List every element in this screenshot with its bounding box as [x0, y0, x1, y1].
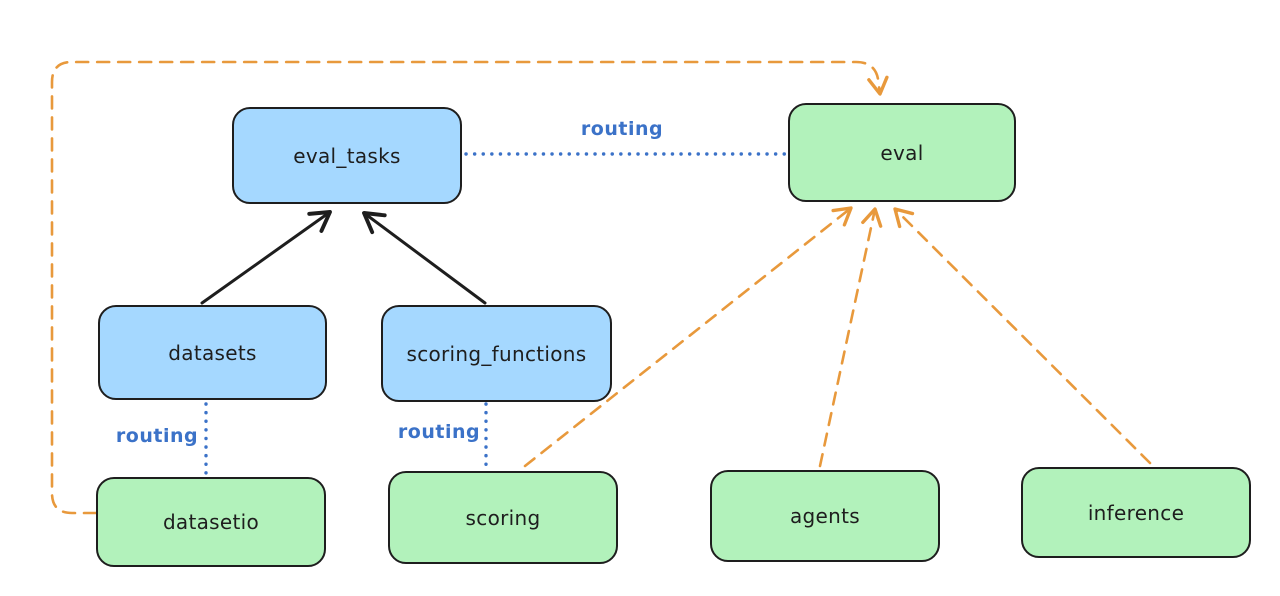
node-eval-label: eval: [880, 140, 924, 165]
node-datasetio: datasetio: [96, 477, 326, 567]
node-agents: agents: [710, 470, 940, 562]
node-inference-label: inference: [1087, 500, 1185, 525]
edge-datasets-to-eval-tasks: [200, 210, 332, 305]
node-scoring-functions: scoring_functions: [381, 305, 612, 402]
edge-label-routing-eval-tasks-eval: routing: [580, 118, 664, 140]
node-eval-tasks-label: eval_tasks: [293, 143, 401, 168]
edge-label-routing-scoring-functions-scoring: routing: [397, 421, 481, 443]
node-datasetio-label: datasetio: [162, 510, 260, 534]
node-inference: inference: [1021, 467, 1251, 558]
edge-inference-to-eval: [893, 207, 1152, 465]
edge-datasetio-to-eval: [50, 60, 889, 515]
node-scoring: scoring: [388, 471, 618, 564]
edge-scoring-functions-to-eval-tasks: [362, 211, 487, 305]
node-scoring-functions-label: scoring_functions: [406, 341, 587, 366]
node-eval-tasks: eval_tasks: [232, 107, 462, 204]
node-agents-label: agents: [790, 504, 860, 528]
edge-label-routing-datasets-datasetio: routing: [115, 425, 199, 447]
edge-scoring-to-eval: [523, 206, 853, 468]
edge-agents-to-eval: [818, 207, 883, 468]
node-datasets-label: datasets: [168, 340, 257, 365]
node-datasets: datasets: [98, 305, 327, 400]
node-eval: eval: [788, 103, 1016, 202]
node-scoring-label: scoring: [465, 505, 541, 530]
